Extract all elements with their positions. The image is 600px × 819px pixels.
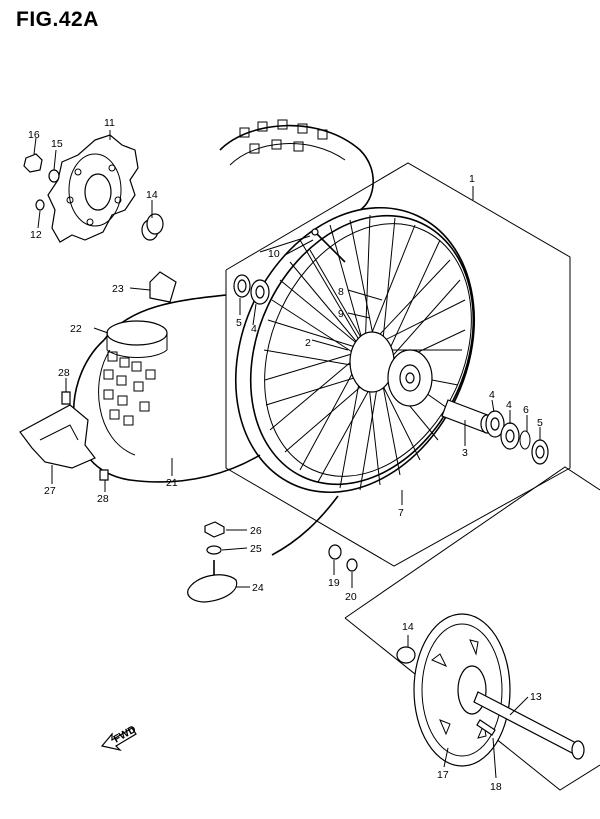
guard-bolt-28-bottom <box>99 469 109 481</box>
figure-title: FIG.42A <box>16 8 99 31</box>
bearing-4-outer <box>500 422 520 450</box>
sprocket-bolt-18 <box>476 719 496 736</box>
callout-11: 11 <box>104 117 115 129</box>
washer-25 <box>206 545 222 555</box>
collar-14-disc <box>141 213 164 241</box>
callout-28-bottom: 28 <box>97 493 109 505</box>
callout-28-top: 28 <box>58 367 70 379</box>
assembly-box <box>225 162 571 567</box>
spacer-19 <box>328 544 342 560</box>
callout-10: 10 <box>268 248 280 260</box>
guard-bolt-28-top <box>61 391 71 405</box>
rear-axle <box>473 691 585 760</box>
tube-valve-line <box>271 495 339 556</box>
leader-lines <box>33 130 541 779</box>
rear-sprocket <box>413 613 511 767</box>
collar-14-sprocket <box>396 646 416 664</box>
oil-seal-5-left <box>233 274 251 298</box>
callout-labels: 1 2 3 4 4 4 5 5 6 7 8 9 10 11 12 13 14 1… <box>28 117 543 793</box>
fwd-arrow: FWD <box>100 723 139 752</box>
callout-6: 6 <box>523 404 529 416</box>
callout-4-right: 4 <box>489 389 495 401</box>
tire <box>72 119 374 483</box>
callout-1: 1 <box>469 173 475 185</box>
callout-5-left: 5 <box>236 317 242 329</box>
wheel-rim <box>234 206 476 494</box>
callout-15: 15 <box>51 138 63 150</box>
callout-5-right: 5 <box>537 417 543 429</box>
collar-20 <box>346 558 358 572</box>
callout-7: 7 <box>398 507 404 519</box>
washer-15 <box>48 169 60 183</box>
callout-26: 26 <box>250 525 262 537</box>
brake-disc <box>47 134 139 243</box>
callout-3: 3 <box>462 447 468 459</box>
hub <box>349 331 433 407</box>
circlip-6 <box>519 430 531 450</box>
rim-lock-23 <box>149 271 177 303</box>
callout-21: 21 <box>166 477 178 489</box>
callout-25: 25 <box>250 543 262 555</box>
callout-17: 17 <box>437 769 449 781</box>
disc-guard <box>19 404 96 469</box>
rim-lock-24 <box>187 560 238 603</box>
callout-4-outer: 4 <box>506 399 512 411</box>
spoke-nipple-10 <box>311 228 346 263</box>
oil-seal-5-right <box>531 439 549 465</box>
nut-26 <box>204 521 225 538</box>
callout-2: 2 <box>305 337 311 349</box>
callout-13: 13 <box>530 691 542 703</box>
callout-18: 18 <box>490 781 502 793</box>
callout-14-disc: 14 <box>146 189 158 201</box>
bearing-4-left <box>250 279 270 305</box>
fwd-label: FWD <box>112 723 139 746</box>
bearing-4-right <box>485 410 505 438</box>
callout-24: 24 <box>252 582 264 594</box>
callout-20: 20 <box>345 591 357 603</box>
callout-14-sprocket: 14 <box>402 621 414 633</box>
callout-23: 23 <box>112 283 124 295</box>
callout-4-left: 4 <box>251 323 257 335</box>
callout-12: 12 <box>30 229 42 241</box>
disc-bolt-12 <box>35 199 45 211</box>
callout-19: 19 <box>328 577 340 589</box>
axle-spacer-3 <box>441 399 494 434</box>
callout-8: 8 <box>338 286 344 298</box>
callout-22: 22 <box>70 323 82 335</box>
callout-27: 27 <box>44 485 56 497</box>
callout-9: 9 <box>338 308 344 320</box>
callout-16: 16 <box>28 129 40 141</box>
disc-nut-16 <box>23 153 43 173</box>
